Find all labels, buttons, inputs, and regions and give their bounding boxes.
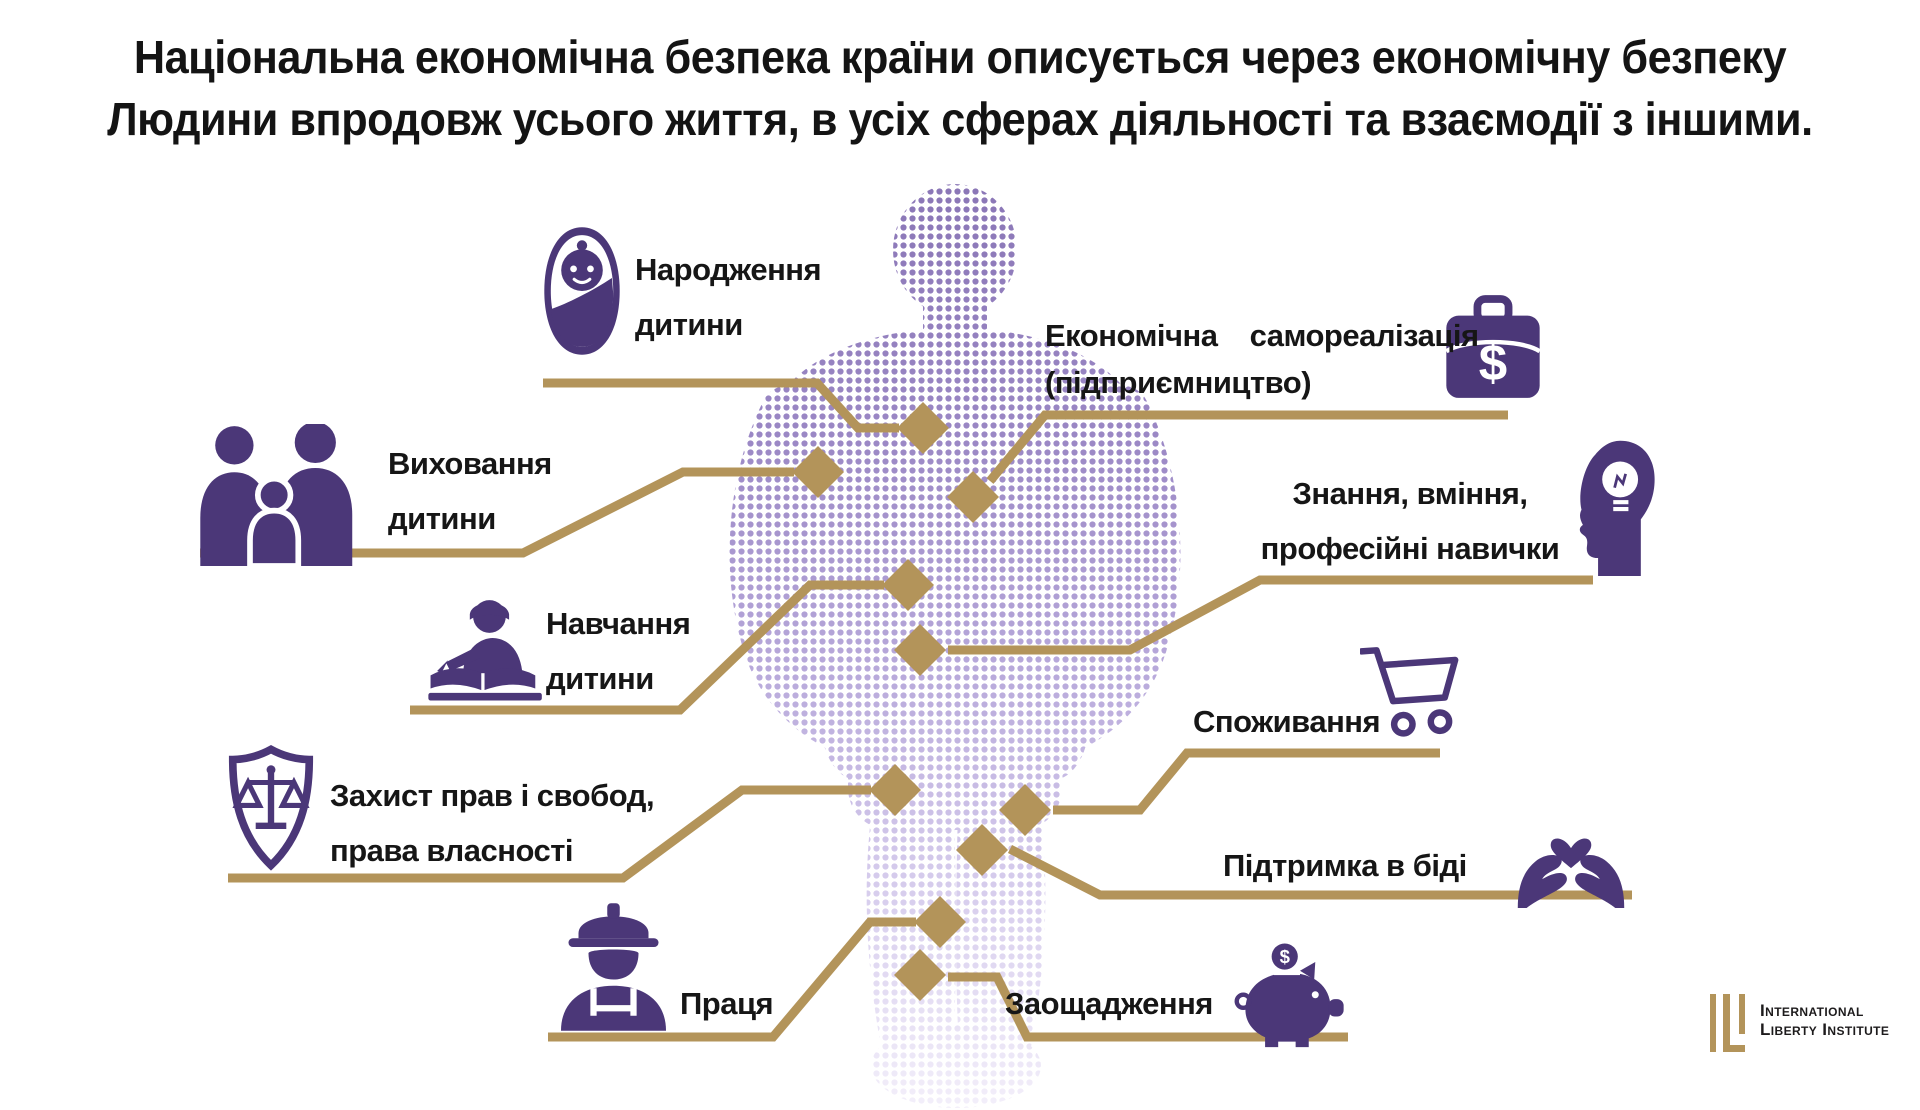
shield-scales-icon bbox=[228, 744, 314, 871]
diamond-zakhyst bbox=[869, 764, 921, 816]
connector-pratsia bbox=[548, 917, 916, 1042]
label-znannia-vminnia: Знання, вміння, професійні навички bbox=[1210, 466, 1610, 576]
connector-ekonomichna bbox=[986, 410, 1508, 484]
human-silhouette bbox=[729, 184, 1181, 1108]
connector-vykhovannia bbox=[200, 467, 794, 558]
hands-heart-icon bbox=[1517, 838, 1625, 908]
diamond-navchannia bbox=[882, 559, 934, 611]
label-line: дитини bbox=[635, 307, 743, 342]
title-line-1: Національна економічна безпека країни оп… bbox=[133, 31, 1787, 83]
label-line: Споживання bbox=[1193, 704, 1381, 739]
label-vykhovannia-dytyny: Виховання дитини bbox=[388, 436, 552, 546]
briefcase-dollar-icon: $ bbox=[1445, 295, 1541, 398]
connector-navchannia bbox=[410, 580, 884, 715]
connector-spozhyvannia bbox=[1053, 748, 1440, 815]
shopping-cart-icon bbox=[1360, 647, 1459, 737]
diamond-ekonomichna bbox=[947, 471, 999, 523]
ili-logo: International Liberty Institute bbox=[1710, 994, 1910, 1058]
connector-pidtrymka bbox=[1007, 844, 1632, 900]
svg-text:$: $ bbox=[1479, 334, 1507, 391]
connector-znannia bbox=[948, 575, 1593, 655]
title-line-2: Людини впродовж усього життя, в усіх сфе… bbox=[107, 93, 1813, 145]
label-spozhyvannia: Споживання bbox=[1193, 694, 1381, 749]
diamond-narodzhennia bbox=[897, 402, 949, 454]
family-icon bbox=[200, 424, 353, 566]
label-line: Заощадження bbox=[1005, 986, 1213, 1021]
label-line: Виховання bbox=[388, 446, 552, 481]
diamond-pidtrymka bbox=[956, 824, 1008, 876]
label-line: Захист прав і свобод, bbox=[330, 778, 655, 813]
diamond-zaoshchadzhennia bbox=[894, 949, 946, 1001]
baby-swaddle-icon bbox=[544, 227, 620, 355]
label-ekonomichna-samorealizatsiia: Економічна самореалізація (підприємництв… bbox=[1045, 312, 1479, 406]
label-line: права власності bbox=[330, 833, 574, 868]
label-zakhyst-prav: Захист прав і свобод, права власності bbox=[330, 768, 655, 878]
logo-line-1: International bbox=[1760, 1001, 1864, 1020]
diamond-znannia bbox=[894, 624, 946, 676]
construction-worker-icon bbox=[561, 903, 666, 1031]
label-line: Народження bbox=[635, 252, 822, 287]
label-line: (підприємництво) bbox=[1045, 365, 1312, 400]
label-pratsia: Праця bbox=[680, 976, 774, 1031]
diamond-spozhyvannia bbox=[999, 784, 1051, 836]
label-line: професійні навички bbox=[1260, 531, 1560, 566]
label-line: Знання, вміння, bbox=[1292, 476, 1529, 511]
label-line: дитини bbox=[388, 501, 496, 536]
connector-zakhyst bbox=[228, 785, 871, 883]
diamond-pratsia bbox=[914, 896, 966, 948]
logo-text: International Liberty Institute bbox=[1760, 1001, 1889, 1039]
piggy-bank-icon: $ bbox=[1234, 943, 1344, 1048]
student-writing-icon bbox=[428, 600, 542, 701]
label-line: Навчання bbox=[546, 606, 691, 641]
ili-monogram-icon bbox=[1710, 994, 1748, 1052]
connector-zaoshchadzhennia bbox=[948, 972, 1348, 1042]
logo-line-2: Liberty Institute bbox=[1760, 1020, 1890, 1039]
svg-text:$: $ bbox=[1280, 946, 1291, 967]
label-line: Підтримка в біді bbox=[1223, 848, 1467, 883]
label-line: дитини bbox=[546, 661, 654, 696]
label-line: Економічна самореалізація bbox=[1045, 318, 1479, 353]
label-zaoshchadzhennia: Заощадження bbox=[1005, 976, 1213, 1031]
label-pidtrymka-v-bidi: Підтримка в біді bbox=[1223, 838, 1467, 893]
label-line: Праця bbox=[680, 986, 774, 1021]
label-narodzhennia-dytyny: Народження дитини bbox=[635, 242, 822, 352]
head-lightbulb-icon bbox=[1579, 440, 1655, 576]
connector-narodzhennia bbox=[543, 378, 899, 433]
diamond-vykhovannia bbox=[792, 446, 844, 498]
page-title: Національна економічна безпека країни оп… bbox=[58, 26, 1863, 150]
label-navchannia-dytyny: Навчання дитини bbox=[546, 596, 691, 706]
